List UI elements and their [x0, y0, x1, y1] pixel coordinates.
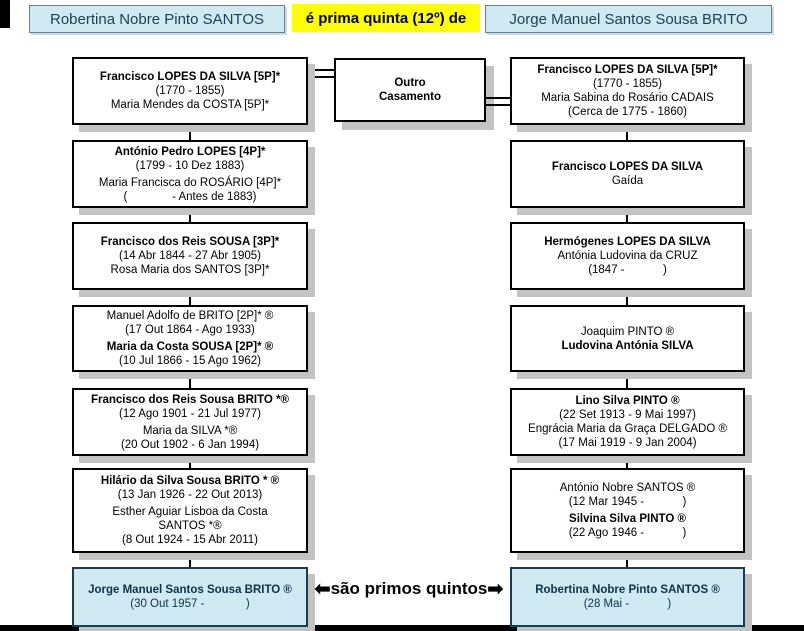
person-box-right-2[interactable]: Francisco LOPES DA SILVA Gaída: [510, 140, 745, 208]
header-relation-text: é prima quinta (12º) de: [305, 9, 467, 27]
person-dates: (28 Mai - ): [583, 598, 672, 610]
window-edge-top-left: [0, 0, 10, 28]
person-name: Francisco dos Reis SOUSA [3P]*: [100, 236, 280, 248]
person-name: Maria da SILVA *®: [142, 424, 238, 437]
left-arrow-icon: ⬅: [314, 578, 331, 600]
connector-vline: [189, 290, 191, 305]
person-name: Francisco LOPES DA SILVA [5P]*: [537, 64, 718, 76]
person-name: Joaquim PINTO ®: [580, 325, 675, 338]
right-arrow-icon: ➡: [487, 578, 504, 600]
person-name: António Pedro LOPES [4P]*: [114, 145, 266, 158]
person-name: Hermógenes LOPES DA SILVA: [544, 236, 711, 248]
person-dates: (20 Out 1902 - 6 Jan 1994): [120, 438, 260, 451]
person-name: Robertina Nobre Pinto SANTOS ®: [535, 584, 720, 596]
person-box-right-6[interactable]: António Nobre SANTOS ® (12 Mar 1945 - ) …: [510, 468, 745, 553]
person-name: Engrácia Maria da Graça DELGADO ®: [528, 423, 727, 435]
person-name: Francisco LOPES DA SILVA: [551, 161, 704, 173]
person-dates: (8 Out 1924 - 15 Abr 2011): [122, 534, 258, 546]
connector-vline: [626, 290, 628, 305]
connector-vline: [189, 125, 191, 140]
connector-vline: [626, 372, 628, 388]
person-name: Maria Sabina do Rosário CADAIS: [541, 92, 714, 104]
connector-vline: [626, 456, 628, 468]
person-name: Jorge Manuel Santos Sousa BRITO ®: [88, 584, 292, 596]
person-box-left-6[interactable]: Hilário da Silva Sousa BRITO * ® (13 Jan…: [72, 468, 308, 553]
person-dates: (30 Out 1957 - ): [130, 598, 250, 610]
footer-relation-label: são primos quintos: [330, 579, 488, 598]
person-box-left-subject[interactable]: Jorge Manuel Santos Sousa BRITO ® (30 Ou…: [72, 567, 308, 627]
person-dates: (14 Abr 1844 - 27 Abr 1905): [119, 250, 261, 262]
person-name: SANTOS *®: [158, 520, 222, 532]
person-dates: (1799 - 10 Dez 1883): [135, 159, 245, 172]
person-name: Esther Aguiar Lisboa da Costa: [112, 506, 268, 518]
connector-vline: [189, 372, 191, 388]
person-dates: (17 Mai 1919 - 9 Jan 2004): [558, 437, 697, 449]
person-name: Ludovina Antónia SILVA: [561, 339, 694, 352]
connector-vline: [626, 208, 628, 222]
person-name: António Nobre SANTOS ®: [559, 482, 696, 494]
header-person-right[interactable]: Jorge Manuel Santos Sousa BRITO: [485, 5, 772, 33]
person-box-left-3[interactable]: Francisco dos Reis SOUSA [3P]* (14 Abr 1…: [72, 222, 308, 290]
person-name: Francisco dos Reis Sousa BRITO *®: [90, 393, 290, 406]
marriage-double-line-left: [306, 69, 336, 78]
person-dates: (22 Ago 1946 - ): [568, 527, 687, 539]
person-box-left-4[interactable]: Manuel Adolfo de BRITO [2P]* ® (17 Out 1…: [72, 305, 308, 372]
person-name: Francisco LOPES DA SILVA [5P]*: [99, 71, 281, 83]
person-name: Antónia Ludovina da CRUZ: [557, 250, 698, 262]
connector-vline: [189, 208, 191, 222]
marriage-note-line: Casamento: [379, 91, 441, 103]
person-dates: (1847 - ): [588, 264, 667, 276]
person-name: Maria Francisca do ROSÁRIO [4P]*: [98, 176, 282, 189]
person-name: Maria Mendes da COSTA [5P]*: [110, 99, 270, 111]
person-name: Maria da Costa SOUSA [2P]* ®: [106, 341, 274, 353]
connector-vline: [189, 456, 191, 468]
person-dates: (12 Mar 1945 - ): [568, 496, 687, 508]
person-dates: ( - Antes de 1883): [123, 190, 257, 203]
connector-vline: [626, 553, 628, 567]
person-box-left-1[interactable]: Francisco LOPES DA SILVA [5P]* (1770 - 1…: [72, 57, 308, 125]
person-box-right-3[interactable]: Hermógenes LOPES DA SILVA Antónia Ludovi…: [510, 222, 745, 290]
person-dates: (Cerca de 1775 - 1860): [568, 106, 687, 118]
marriage-note-box[interactable]: Outro Casamento: [334, 58, 486, 122]
header-person-left[interactable]: Robertina Nobre Pinto SANTOS: [29, 5, 285, 33]
connector-vline: [626, 125, 628, 140]
person-dates: (13 Jan 1926 - 22 Out 2013): [117, 489, 263, 501]
person-name: Lino Silva PINTO ®: [575, 395, 680, 407]
person-name: Rosa Maria dos SANTOS [3P]*: [110, 264, 270, 276]
marriage-double-line-right: [484, 97, 512, 106]
header-person-left-label: Robertina Nobre Pinto SANTOS: [50, 10, 264, 28]
person-box-right-5[interactable]: Lino Silva PINTO ® (22 Set 1913 - 9 Mai …: [510, 388, 745, 456]
header-person-right-label: Jorge Manuel Santos Sousa BRITO: [509, 10, 748, 28]
footer-relation: ⬅são primos quintos➡: [308, 576, 510, 602]
person-name: Manuel Adolfo de BRITO [2P]* ®: [106, 310, 274, 322]
window-edge-bottom: [0, 625, 804, 631]
person-dates: (22 Set 1913 - 9 Mai 1997): [559, 409, 696, 421]
person-name: Hilário da Silva Sousa BRITO * ®: [100, 475, 280, 487]
person-dates: (17 Out 1864 - Ago 1933): [125, 324, 255, 336]
connector-vline: [189, 553, 191, 567]
person-box-right-subject[interactable]: Robertina Nobre Pinto SANTOS ® (28 Mai -…: [510, 567, 745, 627]
person-dates: (10 Jul 1866 - 15 Ago 1962): [119, 355, 261, 367]
person-box-left-2[interactable]: António Pedro LOPES [4P]* (1799 - 10 Dez…: [72, 140, 308, 208]
person-box-right-1[interactable]: Francisco LOPES DA SILVA [5P]* (1770 - 1…: [510, 57, 745, 125]
marriage-note-line: Outro: [394, 77, 426, 89]
header-relation-label: é prima quinta (12º) de: [292, 4, 480, 32]
person-dates: (1770 - 1855): [155, 85, 225, 97]
person-name: Silvina Silva PINTO ®: [569, 513, 686, 525]
person-dates: (12 Ago 1901 - 21 Jul 1977): [119, 407, 261, 420]
person-dates: (1770 - 1855): [592, 78, 663, 90]
person-box-left-5[interactable]: Francisco dos Reis Sousa BRITO *® (12 Ag…: [72, 388, 308, 456]
person-box-right-4[interactable]: Joaquim PINTO ® Ludovina Antónia SILVA: [510, 305, 745, 372]
person-place: Gaída: [611, 175, 644, 187]
